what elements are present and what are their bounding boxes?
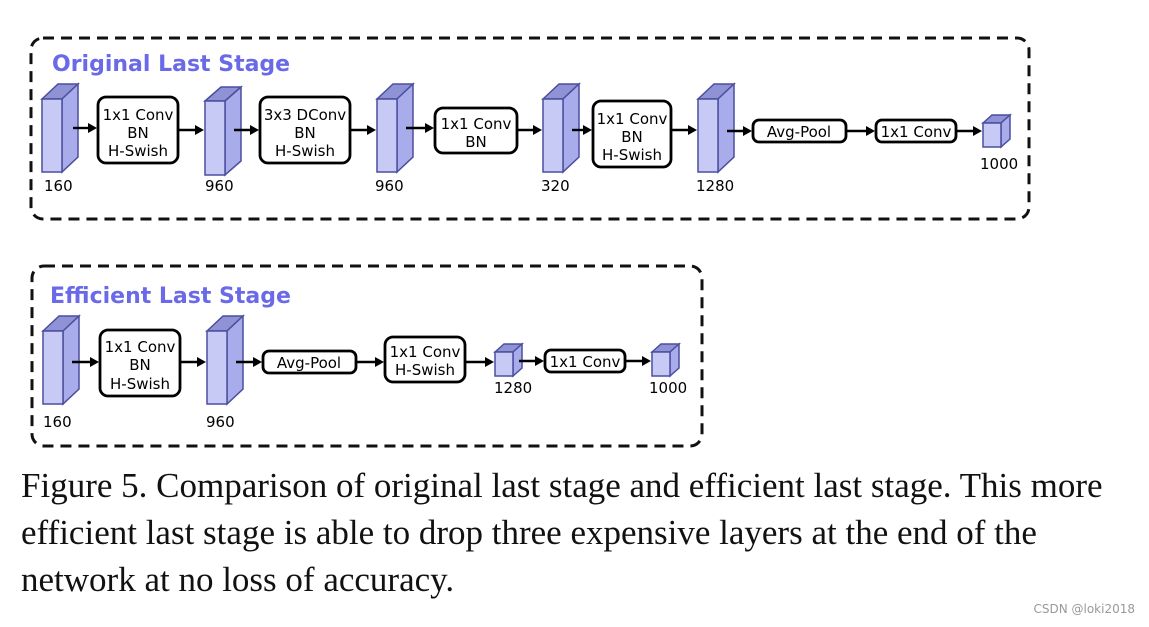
watermark-text: CSDN @loki2018 xyxy=(1033,602,1135,616)
op-line: BN xyxy=(294,124,316,142)
op-box: 1x1 Conv xyxy=(543,348,627,374)
op-line: Avg-Pool xyxy=(277,354,341,372)
stage-efficient: Efficient Last Stage 160 1x1 Conv BN H-S… xyxy=(30,264,704,448)
tensor-block xyxy=(41,314,81,406)
op-line: 1x1 Conv xyxy=(881,123,952,141)
op-line: 1x1 Conv xyxy=(105,338,176,356)
op-box: 1x1 Conv BN H-Swish xyxy=(591,99,673,169)
tensor-block xyxy=(981,113,1012,149)
op-box: 1x1 Conv BN H-Swish xyxy=(96,95,180,165)
tensor-block xyxy=(203,85,243,177)
op-line: H-Swish xyxy=(395,361,455,379)
tensor-label: 1280 xyxy=(494,379,532,397)
op-line: 1x1 Conv xyxy=(390,343,461,361)
op-line: 1x1 Conv xyxy=(103,106,174,124)
op-box: 1x1 Conv H-Swish xyxy=(383,335,467,384)
op-line: 1x1 Conv xyxy=(597,110,668,128)
architecture-diagram: Original Last Stage 160 1x1 Conv BN H-Sw… xyxy=(29,36,1031,448)
tensor-label: 960 xyxy=(206,413,235,431)
op-box: Avg-Pool xyxy=(751,118,848,144)
stage-original: Original Last Stage 160 1x1 Conv BN H-Sw… xyxy=(29,36,1031,221)
op-line: H-Swish xyxy=(108,142,168,160)
stage-frame-efficient xyxy=(30,264,704,448)
tensor-label: 1000 xyxy=(980,155,1018,173)
op-line: Avg-Pool xyxy=(767,123,831,141)
op-box: Avg-Pool xyxy=(261,349,358,375)
tensor-block xyxy=(493,342,524,378)
op-line: BN xyxy=(129,356,151,374)
tensor-label: 960 xyxy=(375,177,404,195)
op-line: 1x1 Conv xyxy=(441,115,512,133)
tensor-label: 1000 xyxy=(649,379,687,397)
op-line: 3x3 DConv xyxy=(264,106,346,124)
op-line: BN xyxy=(127,124,149,142)
op-line: H-Swish xyxy=(602,146,662,164)
tensor-label: 1280 xyxy=(696,177,734,195)
op-box: 3x3 DConv BN H-Swish xyxy=(258,95,352,165)
op-box: 1x1 Conv xyxy=(874,118,958,144)
tensor-block xyxy=(650,342,681,378)
op-line: 1x1 Conv xyxy=(550,353,621,371)
op-line: H-Swish xyxy=(275,142,335,160)
tensor-block xyxy=(40,82,80,174)
op-line: H-Swish xyxy=(110,375,170,393)
stage-title-original: Original Last Stage xyxy=(52,52,290,77)
tensor-label: 160 xyxy=(43,413,72,431)
tensor-block xyxy=(696,82,736,174)
op-line: BN xyxy=(465,133,487,151)
stage-frame-original xyxy=(29,36,1031,221)
stage-title-efficient: Efficient Last Stage xyxy=(50,284,291,309)
tensor-label: 320 xyxy=(541,177,570,195)
op-line: BN xyxy=(621,128,643,146)
tensor-block xyxy=(541,82,581,174)
tensor-block xyxy=(375,82,415,174)
op-box: 1x1 Conv BN xyxy=(433,106,519,155)
tensor-label: 960 xyxy=(205,177,234,195)
figure-caption: Figure 5. Comparison of original last st… xyxy=(21,466,1103,599)
tensor-label: 160 xyxy=(44,177,73,195)
tensor-block xyxy=(205,314,245,406)
op-box: 1x1 Conv BN H-Swish xyxy=(98,328,182,398)
